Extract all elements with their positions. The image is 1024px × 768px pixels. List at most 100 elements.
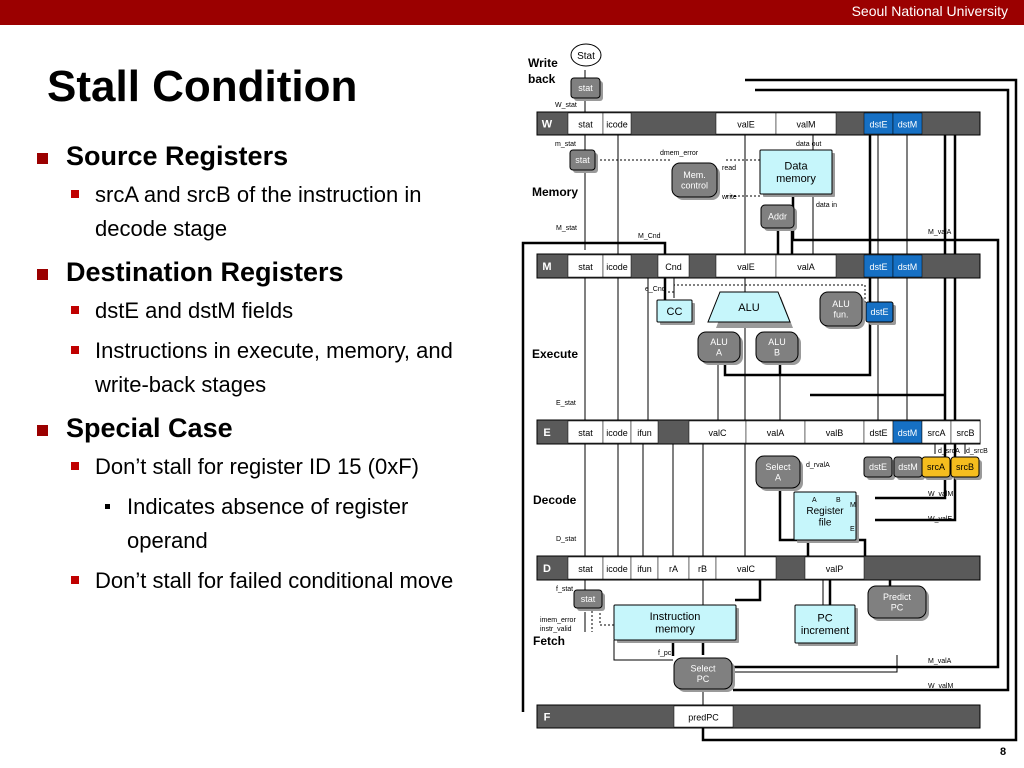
signal-label-m-stat: M_stat	[556, 225, 577, 232]
block-label: Addr	[768, 212, 787, 222]
label-line: control	[681, 180, 708, 190]
oval-label: Stat	[577, 51, 595, 62]
bullet-text: Indicates absence of register operand	[127, 494, 409, 553]
bullet-marker	[71, 576, 79, 584]
stat-block-fetch: stat	[573, 589, 605, 611]
signal-label-w-valm-2: W_valM	[928, 683, 953, 690]
bullet-destination-registers: Destination Registers	[37, 256, 477, 288]
srcb-block-decode: srcB	[950, 456, 982, 480]
label-line: Register	[806, 506, 844, 517]
block-label: stat	[581, 594, 596, 604]
register-field-label: predPC	[688, 713, 719, 723]
register-field-dstm	[892, 112, 923, 135]
bullet-text: Source Registers	[66, 141, 289, 171]
register-field-icode	[602, 254, 632, 278]
block-label: Mem.control	[681, 170, 708, 191]
block-label: srcB	[956, 462, 974, 472]
register-field-label: valA	[767, 428, 785, 438]
register-field-valc	[715, 556, 777, 580]
register-field-label: valC	[708, 428, 727, 438]
label-line: ALU	[710, 337, 728, 347]
signal-label-m-cnd: M_Cnd	[638, 233, 661, 240]
register-name: E	[543, 427, 550, 439]
signal-label-data-in: data in	[816, 202, 837, 209]
stage-label-memory: Memory	[532, 185, 578, 199]
slide-title: Stall Condition	[47, 62, 358, 111]
register-field-label: valA	[797, 262, 815, 272]
bullet-source-registers: Source Registers	[37, 140, 477, 172]
label-line: increment	[801, 625, 849, 637]
signal-label-m-stat: m_stat	[555, 141, 576, 148]
alu-block: ALU	[707, 291, 793, 328]
block-body	[755, 455, 801, 489]
signal-label-imem-error: imem_error	[540, 617, 576, 624]
register-field-label: stat	[578, 564, 593, 574]
label-line: fun.	[833, 309, 848, 319]
register-field-predpc	[673, 705, 734, 728]
register-field-label: rB	[698, 564, 707, 574]
register-field-label: Cnd	[665, 262, 682, 272]
register-field-label: stat	[578, 262, 593, 272]
block-body	[950, 456, 980, 478]
signal-label-w-vale: W_valE	[928, 516, 952, 523]
label-line: stat	[581, 594, 596, 604]
register-field-valp	[804, 556, 865, 580]
signal-label-port-a: A	[812, 497, 817, 504]
signal-label-port-b: B	[836, 497, 841, 504]
dste-block-decode: dstE	[863, 456, 895, 480]
block-body	[671, 162, 718, 198]
stat-block-memory: stat	[569, 149, 598, 173]
label-line: srcA	[927, 462, 945, 472]
register-field-label: valE	[737, 120, 755, 130]
bullet-text: Don’t stall for register ID 15 (0xF)	[95, 454, 419, 479]
stage-label-writeback: Write	[528, 56, 558, 70]
label-line: Instruction	[650, 611, 701, 623]
block-label: stat	[575, 155, 590, 165]
label-line: stat	[575, 155, 590, 165]
register-field-label: stat	[578, 120, 593, 130]
block-body	[697, 331, 741, 363]
stage-label-fetch: Fetch	[533, 634, 565, 648]
bullet-list: Source Registers srcA and srcB of the in…	[37, 140, 477, 604]
label-line: ALU	[832, 299, 850, 309]
label-line: Data	[784, 161, 808, 173]
register-field-label: icode	[606, 564, 628, 574]
signal-label-m-vala-2: M_valA	[928, 658, 952, 665]
label-line: PC	[891, 602, 904, 612]
signal-label-e-cnd: e_Cnd	[645, 286, 666, 293]
register-field-label: icode	[606, 262, 628, 272]
block-label: dstE	[870, 307, 888, 317]
block-body	[819, 291, 863, 327]
wire	[733, 88, 1010, 692]
register-field-vala	[775, 254, 837, 278]
label-line: dstE	[870, 307, 888, 317]
register-field-dstm	[892, 254, 923, 278]
register-field-label: icode	[606, 120, 628, 130]
block-label: CC	[667, 306, 683, 318]
stat-oval: Stat	[570, 43, 602, 67]
block-label: ALU	[738, 302, 759, 314]
block-body	[707, 291, 791, 323]
register-field-cnd	[657, 254, 690, 278]
label-line: Select	[765, 462, 791, 472]
register-name: D	[543, 563, 551, 575]
wire	[701, 78, 1018, 742]
block-body	[760, 204, 795, 229]
signal-label-f-pc: f_pc	[658, 650, 672, 657]
block-body	[863, 456, 893, 478]
dstm-block-decode: dstM	[893, 456, 925, 480]
bullet-text: Destination Registers	[66, 257, 344, 287]
register-field-label: dstE	[869, 262, 887, 272]
register-field-label: valM	[796, 120, 815, 130]
signal-label-d-srcb: d_srcB	[966, 448, 988, 455]
block-label: dstE	[869, 462, 887, 472]
